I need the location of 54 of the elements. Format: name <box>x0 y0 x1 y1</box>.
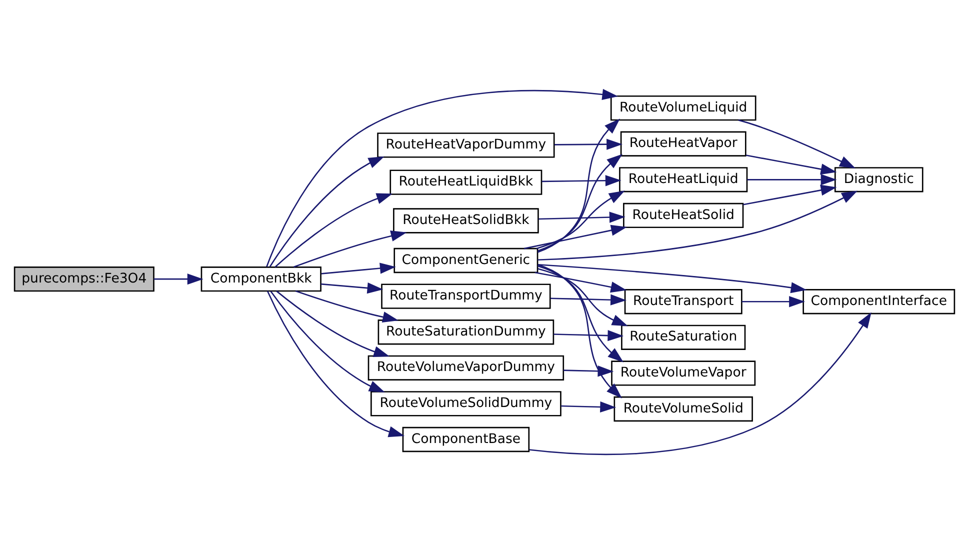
arrow <box>536 190 625 249</box>
arrow <box>538 264 624 362</box>
arrow <box>529 312 872 455</box>
node-box: RouteSaturationDummy <box>378 319 554 344</box>
node-box: RouteTransport <box>624 288 742 314</box>
arrow <box>563 365 614 376</box>
arrow <box>538 153 623 251</box>
arrow <box>534 271 627 292</box>
arrow <box>746 154 837 174</box>
arrow <box>295 290 399 322</box>
arrow <box>321 262 396 274</box>
node-box: RouteVolumeVapor <box>611 360 756 386</box>
node-box: RouteHeatVaporDummy <box>377 132 555 158</box>
arrow <box>266 290 405 437</box>
arrow <box>742 296 805 307</box>
arrow <box>293 230 407 268</box>
arrow <box>550 294 626 305</box>
node-box: RouteHeatVapor <box>620 130 746 156</box>
node-box: purecomps::Fe3O4 <box>14 266 154 292</box>
node-box: RouteSaturation <box>621 324 746 350</box>
arrow <box>524 224 627 249</box>
arrow <box>538 211 626 222</box>
node-box: ComponentInterface <box>802 288 956 314</box>
node-box: RouteVolumeSolid <box>614 396 753 422</box>
arrow <box>538 263 807 293</box>
node-box: ComponentGeneric <box>394 247 538 273</box>
arrow <box>320 282 384 294</box>
arrow <box>554 330 624 341</box>
arrow <box>742 184 837 205</box>
arrow <box>276 290 390 356</box>
node-box: RouteTransportDummy <box>381 283 551 308</box>
node-box: RouteHeatSolidBkk <box>393 208 539 233</box>
node-box: Diagnostic <box>834 166 924 192</box>
arrow <box>269 156 384 267</box>
node-box: RouteHeatLiquid <box>619 166 748 192</box>
arrow <box>154 273 204 284</box>
node-box: RouteVolumeVaporDummy <box>368 354 564 380</box>
arrow <box>537 118 620 252</box>
arrow <box>554 138 622 150</box>
node-box: RouteHeatSolid <box>623 202 744 228</box>
node-box: RouteHeatLiquidBkk <box>390 169 542 194</box>
arrow <box>274 192 393 268</box>
arrow <box>561 400 616 412</box>
node-box: ComponentBase <box>402 426 530 452</box>
arrow <box>542 174 622 186</box>
arrow <box>747 174 837 185</box>
node-box: ComponentBkk <box>200 266 322 292</box>
arrow <box>538 268 628 326</box>
node-box: RouteVolumeSolidDummy <box>370 390 562 416</box>
arrow <box>538 190 858 260</box>
node-box: RouteVolumeLiquid <box>610 94 756 120</box>
arrow <box>266 88 618 266</box>
arrow <box>270 290 386 392</box>
arrow <box>538 264 622 398</box>
